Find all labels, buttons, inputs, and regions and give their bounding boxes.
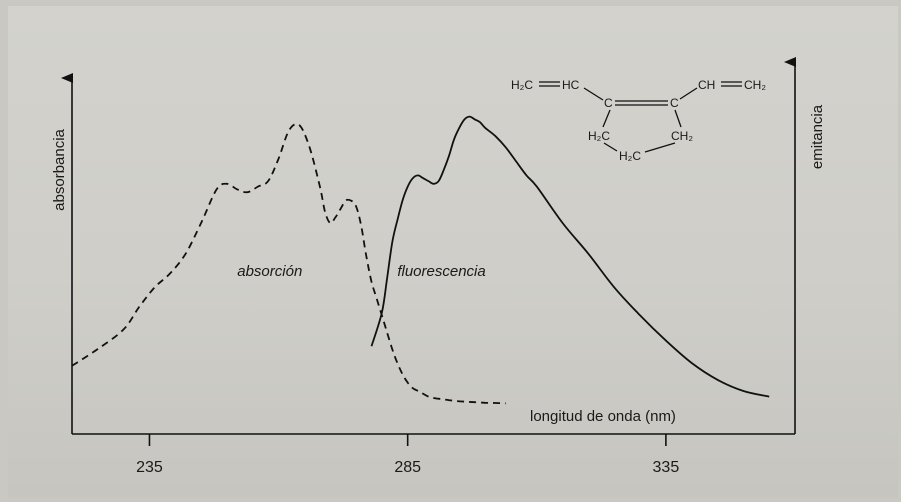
y-axis-right-label: emitancia xyxy=(809,104,826,169)
series-label-fluorescencia: fluorescencia xyxy=(397,263,485,280)
molecule-group-ch: CH xyxy=(698,78,715,92)
bond-c-ch xyxy=(679,87,698,100)
x-ticks: 235 285 335 xyxy=(136,434,679,476)
x-tick-label-335: 335 xyxy=(653,459,680,476)
bond-hc-c xyxy=(583,87,604,101)
series-absorcion-line xyxy=(71,123,506,405)
molecule-group-ch2-ring-right: CH₂ xyxy=(671,129,693,143)
x-axis-label: longitud de onda (nm) xyxy=(530,408,676,425)
paper-background xyxy=(8,6,898,498)
molecule-group-h2c-ring-bottom: H₂C xyxy=(619,149,641,163)
y-axis-left-label: absorbancia xyxy=(51,128,68,210)
bond-c-h2c xyxy=(602,109,611,128)
molecule-structure: H₂C HC C C CH CH₂ H₂C CH₂ H₂C xyxy=(511,78,766,163)
molecule-group-hc: HC xyxy=(562,78,580,92)
x-tick-label-235: 235 xyxy=(136,459,163,476)
series-group xyxy=(71,115,770,405)
series-fluorescencia-line xyxy=(370,115,770,398)
x-tick-label-285: 285 xyxy=(394,459,421,476)
molecule-group-ch2-right: CH₂ xyxy=(744,78,766,92)
series-label-absorcion: absorción xyxy=(237,263,302,280)
molecule-group-h2c-left: H₂C xyxy=(511,78,533,92)
bond-c-ch2 xyxy=(674,109,682,128)
molecule-group-h2c-ring-left: H₂C xyxy=(588,129,610,143)
molecule-group-c-left: C xyxy=(604,96,613,110)
bond-h2c-ch2 xyxy=(644,142,676,153)
bond-h2c-h2c xyxy=(603,142,618,152)
molecule-group-c-right: C xyxy=(670,96,679,110)
